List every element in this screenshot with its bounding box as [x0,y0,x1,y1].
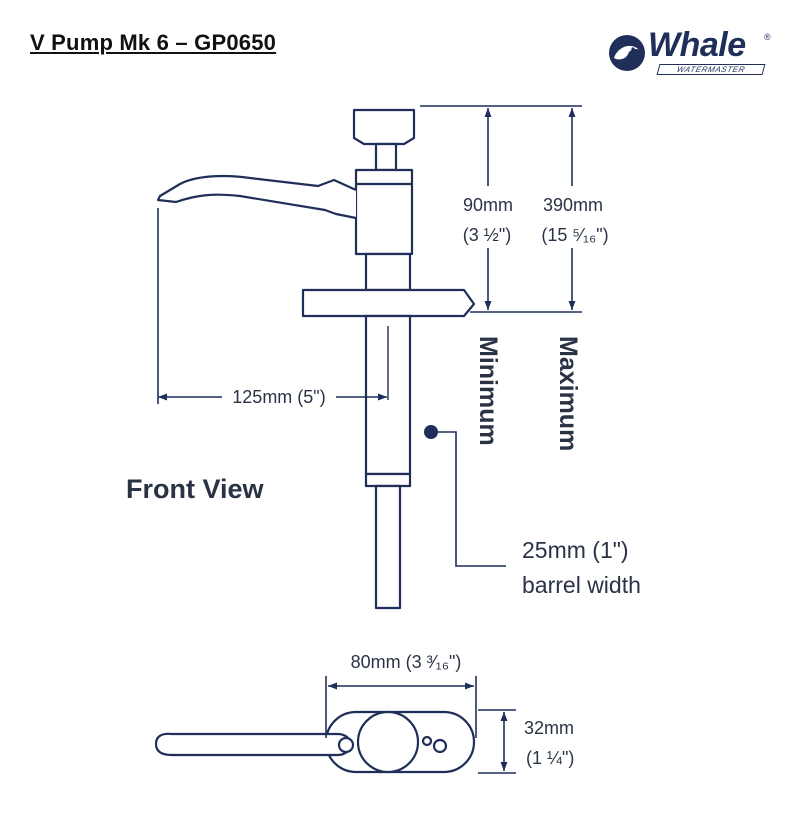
pump-top-knob [352,108,416,146]
dim-base-width-label: 32mm [524,718,574,738]
page-title: V Pump Mk 6 – GP0650 [30,30,277,55]
dim-min-height-label: 90mm [463,195,513,215]
logo-wordmark: Whale [648,26,746,64]
label-maximum: Maximum [554,336,582,451]
dim-base-width [478,709,516,774]
barrel-width-label: 25mm (1") [522,537,629,563]
pump-head [354,168,414,256]
label-minimum: Minimum [474,336,502,446]
dim-max-height-imperial: (15 ⁵⁄₁₆") [541,225,608,245]
dim-reach [157,208,387,404]
top-view-hole-small [421,735,433,747]
top-view-hole-large [432,738,448,754]
barrel-width-callout [424,425,506,567]
pump-top-view [154,710,476,774]
view-label-front: Front View [126,474,265,504]
pump-flange [301,288,476,318]
barrel-width-caption: barrel width [522,572,641,598]
pump-barrel-foot [364,472,412,488]
pump-neck [374,142,398,172]
dim-base-width-imperial: (1 ¼") [526,748,574,768]
top-view-handle [154,732,353,757]
dim-base-length [325,676,477,738]
pump-spout [156,174,357,220]
registered-mark: ® [764,32,771,42]
dim-extension-lines [420,105,582,313]
dim-min-height-imperial: (3 ½") [463,225,511,245]
brand-logo: Whale ® WATERMASTER [604,26,774,80]
whale-logo-icon [609,35,645,71]
pump-front-view [156,108,476,610]
dim-max-height-label: 390mm [543,195,603,215]
pump-barrel-upper [364,252,412,292]
pump-suction-tube [374,484,402,610]
top-view-pivot [337,736,355,754]
dim-reach-label: 125mm (5") [232,387,325,407]
dim-base-length-label: 80mm (3 ³⁄₁₆") [351,652,462,672]
top-view-knob [356,710,420,774]
